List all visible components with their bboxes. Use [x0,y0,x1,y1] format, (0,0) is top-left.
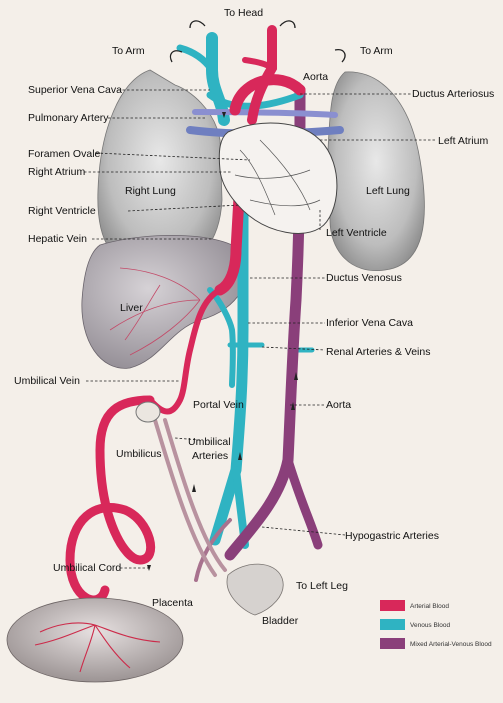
legend: Arterial Blood Venous Blood Mixed Arteri… [380,600,492,649]
label-umbilical-cord: Umbilical Cord [53,562,121,574]
label-superior-vena-cava: Superior Vena Cava [28,84,122,96]
placenta-shape [6,597,184,683]
venous-vessels [176,32,315,549]
label-to-arm-right: To Arm [360,45,393,57]
label-umbilicus: Umbilicus [116,448,162,460]
label-to-arm-left: To Arm [112,45,145,57]
left-lung-shape [327,71,425,272]
bladder-shape [226,563,284,616]
label-inferior-vena-cava: Inferior Vena Cava [326,317,413,329]
label-umbilical-arteries-line2: Arteries [192,450,228,462]
label-bladder: Bladder [262,615,299,627]
label-placenta: Placenta [152,597,193,609]
legend-swatch-venous [380,619,405,630]
label-ductus-venosus: Ductus Venosus [326,272,402,284]
label-umbilical-vein: Umbilical Vein [14,375,80,387]
label-foramen-ovale: Foramen Ovale [28,148,101,160]
heart-shape [218,122,338,234]
legend-swatch-arterial [380,600,405,611]
arterial-vessels [65,25,306,627]
flow-arrows [147,112,298,571]
label-portal-vein: Portal Vein [193,399,244,411]
label-renal: Renal Arteries & Veins [326,346,430,358]
label-left-atrium: Left Atrium [438,135,488,147]
placenta-vessels [34,622,161,673]
head-arm-arrows [169,20,346,63]
label-aorta-top: Aorta [303,71,328,83]
label-to-left-leg: To Left Leg [296,580,348,592]
label-right-atrium: Right Atrium [28,166,85,178]
label-ductus-arteriosus: Ductus Arteriosus [412,88,494,100]
label-right-lung: Right Lung [125,185,176,197]
label-hypogastric-arteries: Hypogastric Arteries [345,530,439,542]
labels: To Head To Arm To Arm Aorta Superior Ven… [14,7,494,627]
label-right-ventricle: Right Ventricle [28,205,96,217]
liver-shape [81,235,249,369]
label-pulmonary-artery: Pulmonary Artery [28,112,109,124]
label-left-lung: Left Lung [366,185,410,197]
legend-swatch-mixed [380,638,405,649]
heart-detail [234,139,321,216]
umbilicus-ring [135,401,161,423]
leader-lines [84,89,435,569]
label-liver: Liver [120,302,143,314]
legend-label-arterial: Arterial Blood [410,603,449,610]
label-hepatic-vein: Hepatic Vein [28,233,87,245]
label-left-ventricle: Left Ventricle [326,227,387,239]
label-umbilical-arteries-line1: Umbilical [188,436,231,448]
liver-vessels [109,267,201,356]
legend-label-venous: Venous Blood [410,622,451,629]
legend-label-mixed: Mixed Arterial-Venous Blood [410,641,492,648]
label-aorta-lower: Aorta [326,399,351,411]
label-to-head: To Head [224,7,263,19]
